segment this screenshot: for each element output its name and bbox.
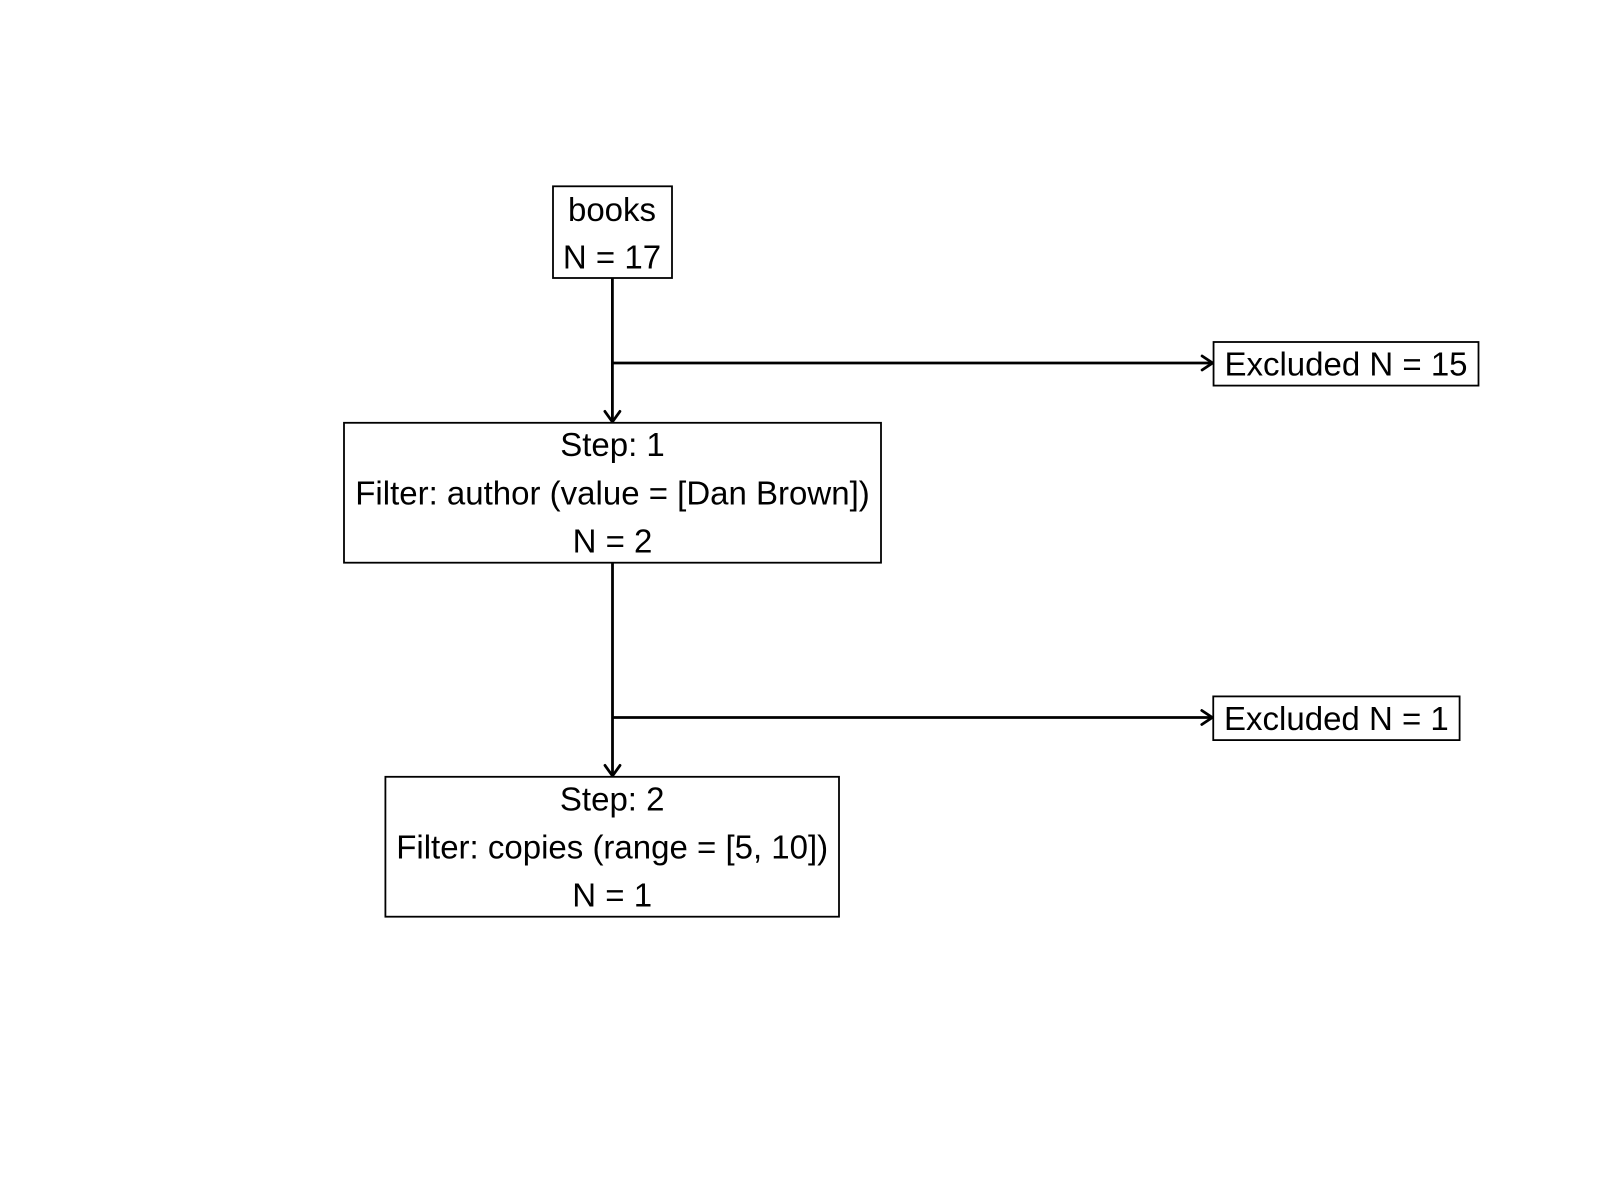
svg-text:Filter: copies (range = [5, 10: Filter: copies (range = [5, 10]) <box>396 829 828 866</box>
svg-text:N = 17: N = 17 <box>563 239 661 276</box>
svg-text:books: books <box>568 191 656 228</box>
svg-text:Excluded N = 1: Excluded N = 1 <box>1224 700 1449 737</box>
svg-text:N = 1: N = 1 <box>572 876 652 913</box>
svg-text:Step: 1: Step: 1 <box>560 426 665 463</box>
svg-text:Step: 2: Step: 2 <box>560 781 665 818</box>
svg-text:Filter: author (value = [Dan B: Filter: author (value = [Dan Brown]) <box>355 474 869 511</box>
svg-text:Excluded N = 15: Excluded N = 15 <box>1224 345 1467 382</box>
svg-text:N = 2: N = 2 <box>573 523 653 560</box>
